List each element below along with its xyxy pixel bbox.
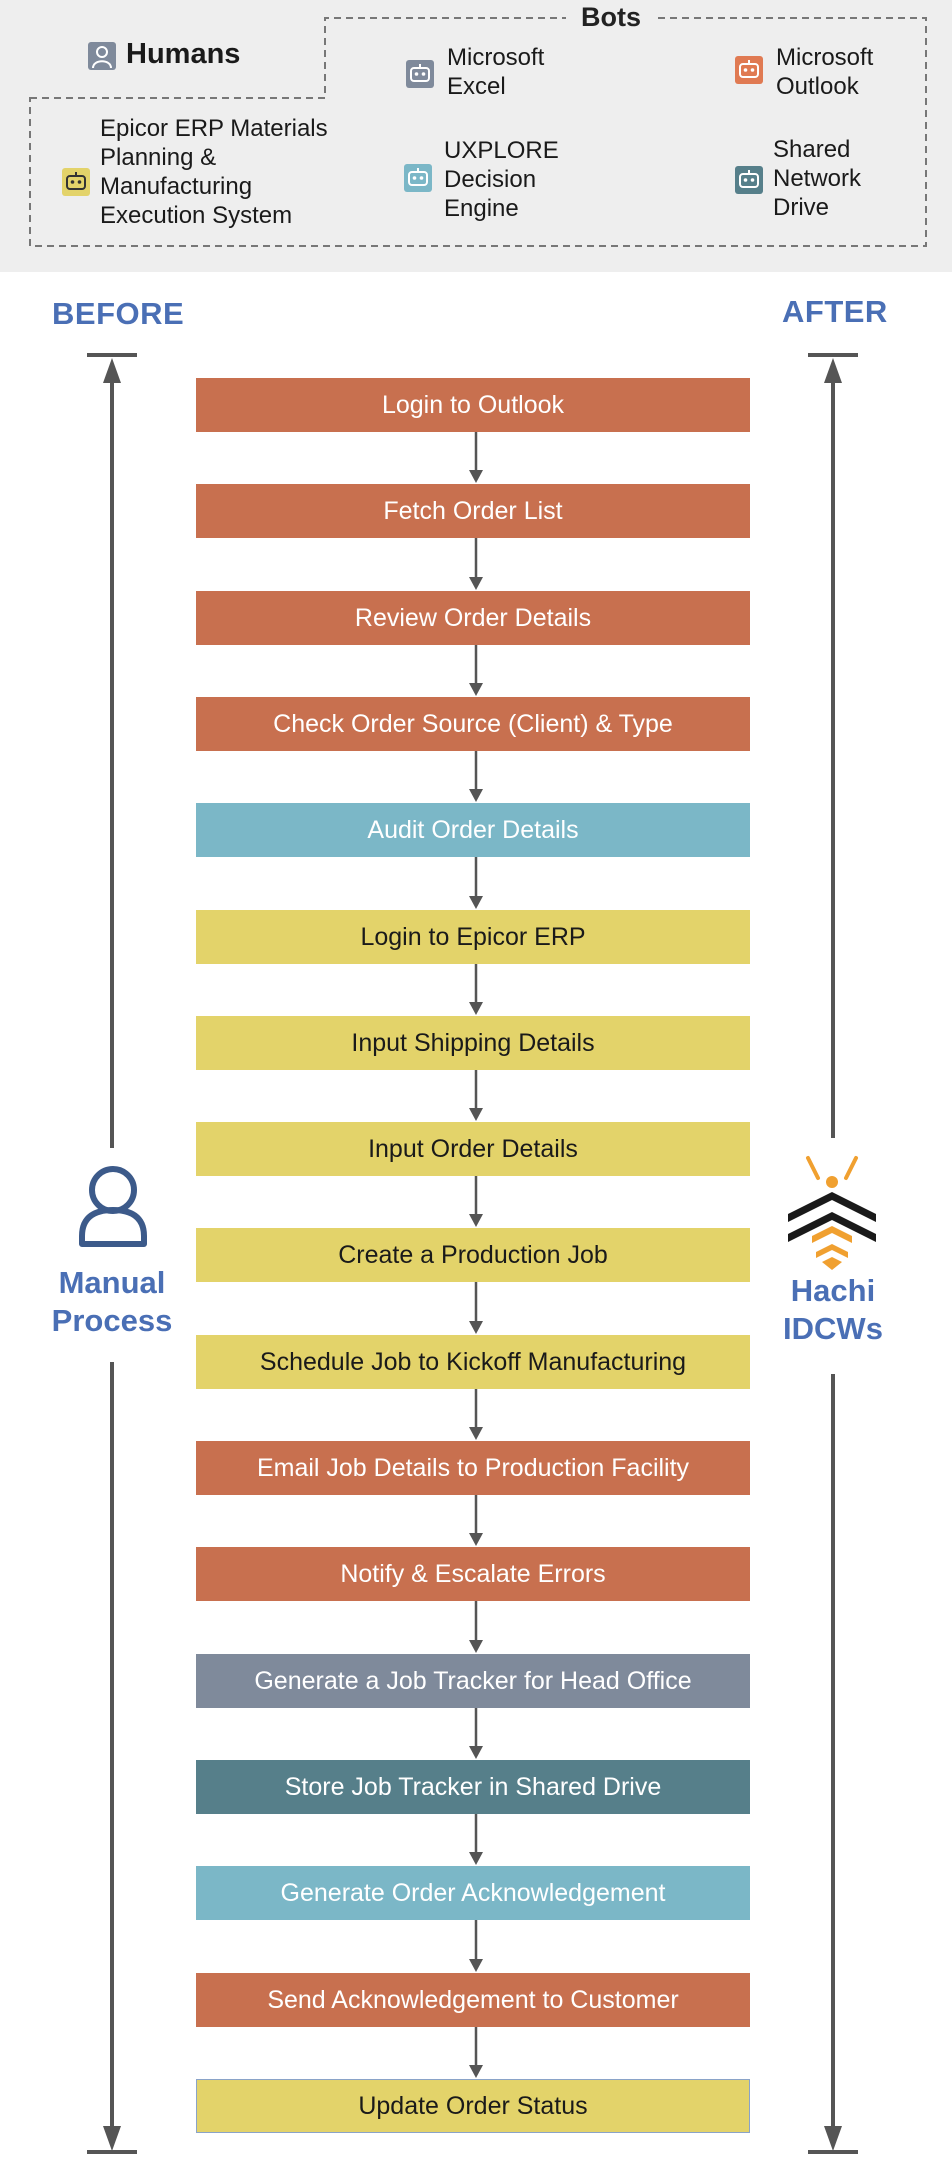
excel-robot-icon <box>406 60 434 88</box>
connector-arrowhead <box>469 1959 483 1972</box>
process-step: Login to Outlook <box>196 378 750 432</box>
connector-arrowhead <box>469 1321 483 1334</box>
process-step: Input Order Details <box>196 1122 750 1176</box>
shared-drive-robot-icon <box>735 166 763 194</box>
outlook-robot-icon <box>735 56 763 84</box>
process-step: Email Job Details to Production Facility <box>196 1441 750 1495</box>
process-step: Login to Epicor ERP <box>196 910 750 964</box>
connector-arrowhead <box>469 1002 483 1015</box>
process-step: Schedule Job to Kickoff Manufacturing <box>196 1335 750 1389</box>
uxplore-robot-icon <box>404 164 432 192</box>
connector-arrowhead <box>469 470 483 483</box>
process-step: Check Order Source (Client) & Type <box>196 697 750 751</box>
legend-border <box>29 17 927 247</box>
connector-arrowhead <box>469 1533 483 1546</box>
after-title: AFTER <box>782 294 888 329</box>
humans-label: Humans <box>126 38 241 70</box>
connector-arrowhead <box>469 1427 483 1440</box>
process-step: Generate Order Acknowledgement <box>196 1866 750 1920</box>
after-axis <box>808 353 858 2154</box>
process-step: Review Order Details <box>196 591 750 645</box>
humans-icon <box>88 42 116 70</box>
connector-arrowhead <box>469 789 483 802</box>
connector-arrowhead <box>469 1852 483 1865</box>
process-step: Generate a Job Tracker for Head Office <box>196 1654 750 1708</box>
process-step: Update Order Status <box>196 2079 750 2133</box>
connector-arrowhead <box>469 1640 483 1653</box>
step-connectors <box>469 432 483 2078</box>
connector-arrowhead <box>469 1108 483 1121</box>
legend-panel <box>0 0 952 272</box>
process-step: Fetch Order List <box>196 484 750 538</box>
before-title: BEFORE <box>52 296 185 331</box>
process-step: Audit Order Details <box>196 803 750 857</box>
connector-arrowhead <box>469 1746 483 1759</box>
process-step: Notify & Escalate Errors <box>196 1547 750 1601</box>
before-axis <box>87 353 137 2154</box>
process-step: Create a Production Job <box>196 1228 750 1282</box>
connector-arrowhead <box>469 577 483 590</box>
bots-title: Bots <box>566 2 656 33</box>
process-step: Input Shipping Details <box>196 1016 750 1070</box>
connector-arrowhead <box>469 1214 483 1227</box>
process-step: Send Acknowledgement to Customer <box>196 1973 750 2027</box>
connector-arrowhead <box>469 683 483 696</box>
connector-arrowhead <box>469 896 483 909</box>
process-step: Store Job Tracker in Shared Drive <box>196 1760 750 1814</box>
epicor-robot-icon <box>62 168 90 196</box>
connector-arrowhead <box>469 2065 483 2078</box>
